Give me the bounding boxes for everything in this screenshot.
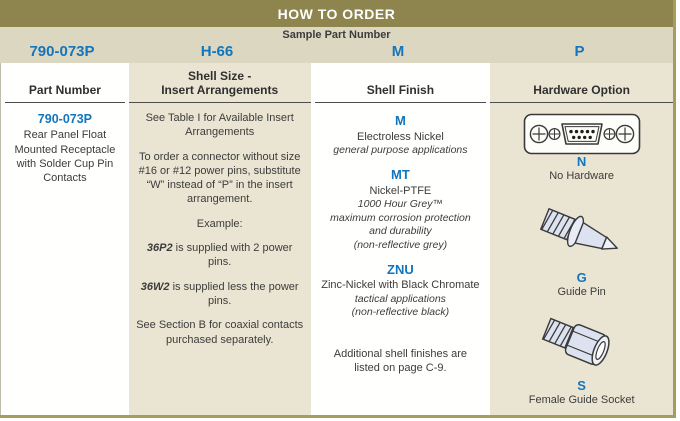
insert-code-36w2-text: is supplied less the power pins. [169,280,299,307]
column-shell-finish: Shell Finish M Electroless Nickel genera… [314,63,487,415]
sample-value-shell-finish: M [391,43,405,60]
shell-size-example-label: Example: [196,217,243,230]
finish-notes-mt: 1000 Hour Grey™ maximum corrosion protec… [330,198,471,251]
hardware-option-g: G Guide Pin [496,197,667,300]
sample-part-number-label: Sample Part Number [282,29,391,41]
finish-code-mt: MT [391,166,410,182]
hardware-code-g: G [576,269,587,285]
shell-size-example-p: 36P2 is supplied with 2 power pins. [135,241,305,270]
finish-notes-m: general purpose applications [333,144,468,157]
sample-part-number-values: 790-073P H-66 M P [0,43,673,63]
column-header-hardware-option: Hardware Option [490,63,673,103]
column-header-shell-size: Shell Size - Insert Arrangements [128,63,311,103]
hardware-code-n: N [576,154,587,169]
insert-code-36p2-text: is supplied with 2 power pins. [172,242,293,269]
finish-notes-znu: tactical applications (non-reflective bl… [351,292,450,319]
part-number-value: 790-073P [37,112,93,126]
finish-code-znu: ZNU [387,261,414,277]
female-guide-socket-icon [541,317,610,367]
shell-size-note-2: To order a connector without size #16 or… [138,150,301,206]
insert-code-36p2: 36P2 [146,242,173,255]
finish-name-mt: Nickel-PTFE [369,184,432,197]
dsub-face-icon [523,113,640,155]
shell-size-note-1: See Table I for Available Insert Arrange… [145,112,294,139]
shell-size-example-w: 36W2 is supplied less the power pins. [135,280,305,309]
hardware-body: N No Hardware [490,103,673,416]
hardware-code-s: S [577,378,586,394]
finish-name-znu: Zinc-Nickel with Black Chromate [321,279,480,292]
column-hardware-option: Hardware Option [490,63,673,415]
table-title-bar: HOW TO ORDER [0,0,673,27]
finish-option-mt: MT Nickel-PTFE 1000 Hour Grey™ maximum c… [321,167,481,253]
hardware-option-n: N No Hardware [496,113,667,184]
column-header-part-number: Part Number [5,63,125,103]
shell-size-note-3: See Section B for coaxial contacts purch… [136,319,304,346]
shell-size-body: See Table I for Available Insert Arrange… [129,103,311,415]
finish-option-znu: ZNU Zinc-Nickel with Black Chromate tact… [321,262,481,320]
table-title: HOW TO ORDER [277,5,396,22]
finish-code-m: M [394,113,406,128]
hardware-option-s: S Female Guide Socket [496,307,667,408]
finish-footnote: Additional shell finishes are listed on … [333,348,468,375]
sample-value-part-number: 790-073P [29,43,95,60]
shell-finish-body: M Electroless Nickel general purpose app… [315,103,487,415]
guide-pin-icon [539,207,618,250]
sample-value-hardware: P [574,43,585,60]
finish-name-m: Electroless Nickel [356,130,444,143]
part-number-body: 790-073P Rear Panel Float Mounted Recept… [5,103,125,415]
column-shell-size: Shell Size - Insert Arrangements See Tab… [128,63,311,415]
sample-value-shell-size: H-66 [200,43,234,60]
insert-code-36w2: 36W2 [140,280,170,293]
sample-part-number-band: Sample Part Number 790-073P H-66 M P [0,27,673,63]
column-header-shell-finish: Shell Finish [314,63,487,103]
hardware-name-n: No Hardware [549,170,615,183]
finish-option-m: M Electroless Nickel general purpose app… [321,113,481,158]
part-number-description: Rear Panel Float Mounted Receptacle with… [14,129,116,185]
column-part-number: Part Number 790-073P Rear Panel Float Mo… [5,63,125,415]
table-columns: Part Number 790-073P Rear Panel Float Mo… [0,63,673,415]
hardware-name-g: Guide Pin [557,285,606,298]
hardware-name-s: Female Guide Socket [528,394,635,407]
